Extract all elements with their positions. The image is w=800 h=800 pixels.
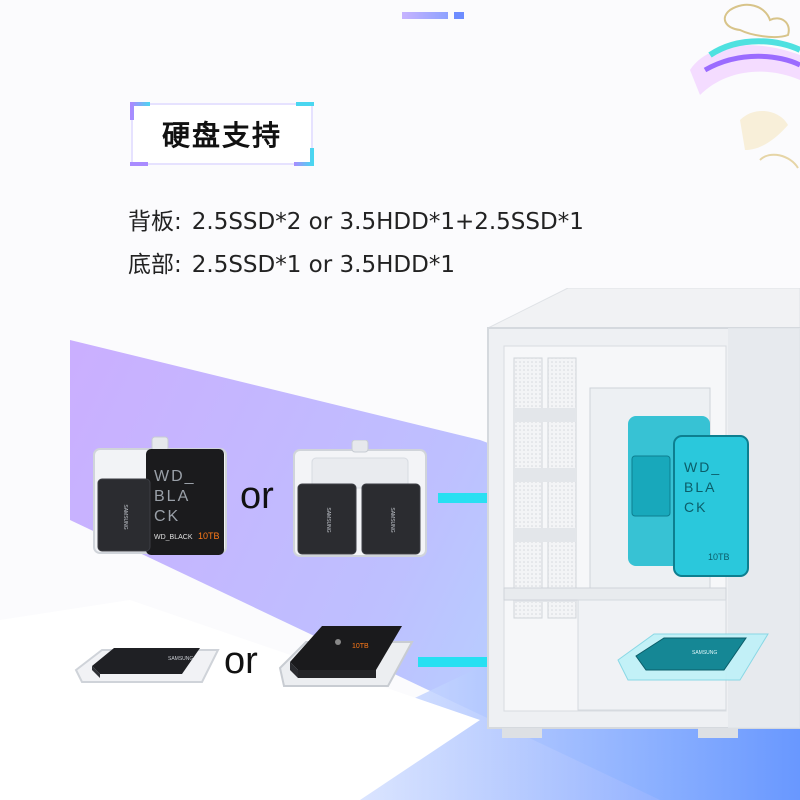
top-accent-bar [402,12,448,19]
spec-label-backplate: 背板: [128,209,182,235]
top-accent-dot [454,12,464,19]
svg-text:SAMSUNG: SAMSUNG [692,650,717,656]
bracket-two-ssd-image: SAMSUNG SAMSUNG [293,440,427,557]
bracket-hdd-ssd-image: WD_ BLA CK WD_BLACK 10TB SAMSUNG [93,436,227,555]
svg-text:SAMSUNG: SAMSUNG [168,656,193,662]
svg-text:CK: CK [684,499,707,515]
cloud-ornament-icon [690,3,800,169]
svg-text:WD_BLACK: WD_BLACK [154,534,193,541]
highlighted-bottom-drive: SAMSUNG [617,633,769,681]
svg-text:BLA: BLA [154,488,190,505]
svg-text:WD_: WD_ [684,459,721,475]
svg-text:10TB: 10TB [708,552,730,562]
title-frame [130,102,314,166]
spec-line-backplate: 背板: 2.5SSD*2 or 3.5HDD*1+2.5SSD*1 [128,202,584,236]
svg-text:WD_: WD_ [154,468,196,485]
tray-hdd-image: 10TB [278,626,414,687]
or-label-row2: or [224,640,258,682]
svg-text:10TB: 10TB [198,531,220,541]
spec-line-bottom: 底部: 2.5SSD*1 or 3.5HDD*1 [128,245,455,279]
or-label-row1: or [240,475,274,517]
highlighted-backplate-drive: WD_ BLA CK 10TB [628,416,749,577]
svg-text:SAMSUNG: SAMSUNG [122,504,128,529]
section-title-box: 硬盘支持 [128,100,316,168]
spec-value-bottom: 2.5SSD*1 or 3.5HDD*1 [191,252,455,278]
svg-text:BLA: BLA [684,479,716,495]
spec-label-bottom: 底部: [128,252,182,278]
svg-text:10TB: 10TB [352,643,369,650]
spec-value-backplate: 2.5SSD*2 or 3.5HDD*1+2.5SSD*1 [191,209,584,235]
tray-ssd-image: SAMSUNG [74,648,220,683]
pc-case-image: WD_ BLA CK 10TB SAMSUNG [487,288,800,738]
section-title: 硬盘支持 [161,119,282,152]
svg-text:CK: CK [154,508,180,525]
svg-text:SAMSUNG: SAMSUNG [389,507,395,532]
svg-text:SAMSUNG: SAMSUNG [325,507,331,532]
